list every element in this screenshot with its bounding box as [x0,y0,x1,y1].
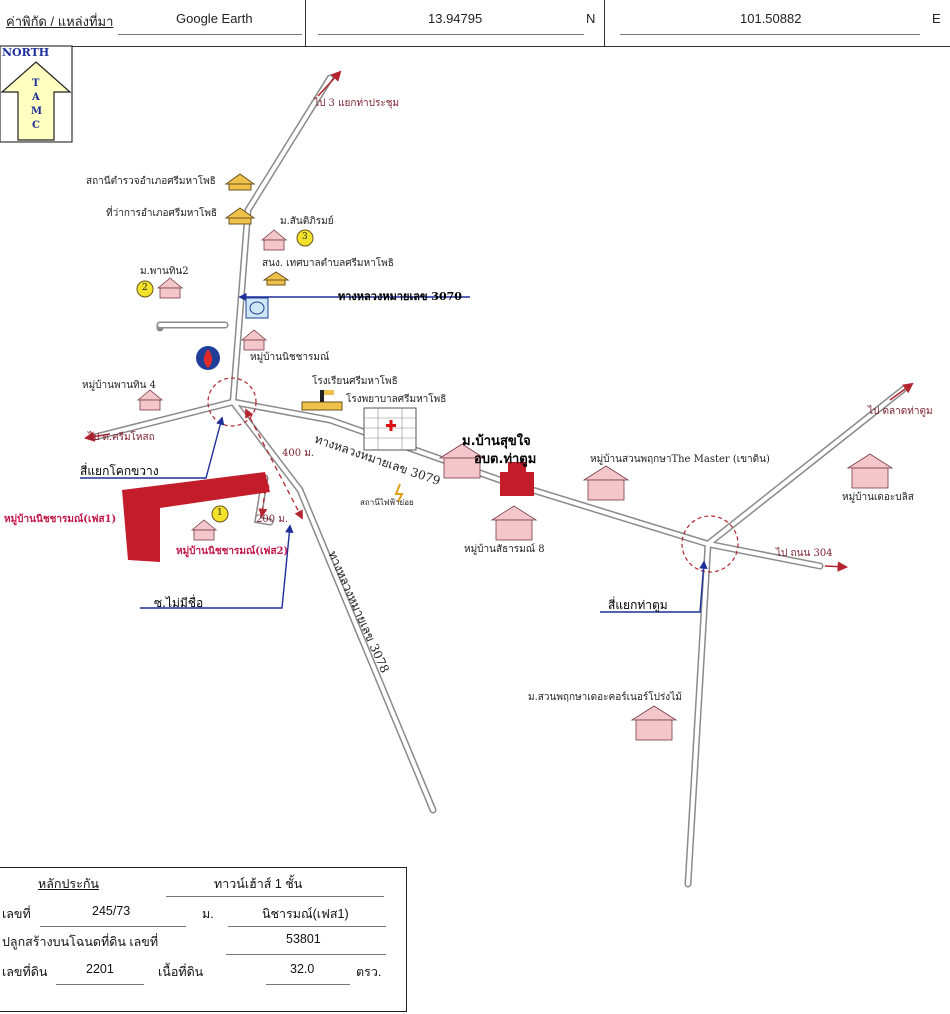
landmark-icons [224,173,290,286]
longitude-value: 101.50882 [740,11,802,26]
source-label: ค่าพิกัด / แหล่งที่มา [6,14,114,29]
deed-label: ปลูกสร้างบนโฉนดที่ดิน เลขที่ [2,935,159,949]
junction-no-name-soi: ซ.ไม่มีชื่อ [154,596,204,610]
hospital-icon [363,407,417,451]
road-label-to-market: ไป ตลาดท่าตูม [868,406,933,417]
marker-number: 3 [302,232,308,242]
road-label-to-prachum: ไป 3 แยกท่าประชุม [314,98,400,109]
place-phase1: หมู่บ้านนิชชารมณ์(เฟส1) [4,514,117,525]
field-underline [56,984,144,985]
distance-400: 400 ม. [282,448,315,459]
source-value: Google Earth [176,11,253,26]
north-letter: C [32,120,40,131]
electricity-icon [394,483,404,503]
marker-number: 1 [217,508,223,518]
village-label: ม. [202,907,214,921]
house-no-value: 245/73 [92,904,131,918]
marker-number: 2 [142,283,148,293]
place-satharom8: หมู่บ้านสัธารมณ์ 8 [464,544,545,555]
coordinate-header: ค่าพิกัด / แหล่งที่มา Google Earth 13.94… [0,0,950,47]
callout-lines [80,292,708,613]
junction-tha-toom: สี่แยกท่าตูม [608,598,668,612]
header-divider [305,0,306,46]
road-label-304: ไป ถนน 304 [776,548,833,559]
village-value: นิชารมณ์(เฟส1) [262,907,349,921]
source-underline [118,34,302,35]
land-no-value: 2201 [86,962,114,976]
school-icon [301,390,343,411]
place-phanthin2: ม.พานทิน2 [140,266,189,277]
place-suan-phruksa: ม.สวนพฤกษาเดอะคอร์เนอร์โปร่งไม้ [528,692,682,703]
longitude-underline [620,34,920,35]
field-underline [228,926,386,927]
place-phanthin4: หมู่บ้านพานทิน 4 [82,380,156,391]
distance-200: 200 ม. [256,514,289,525]
place-phase2: หมู่บ้านนิชชารมณ์(เฟส2) [176,546,289,557]
junction-khok-khwang: สี่แยกโคกขวาง [80,464,159,478]
latitude-value: 13.94795 [428,11,483,26]
area-unit: ตรว. [356,965,382,979]
property-details-box: หลักประกัน ทาวน์เฮ้าส์ 1 ชั้น เลขที่ 245… [0,867,407,1012]
place-electricity: สถานีไฟฟ้าย่อย [360,498,414,507]
direction-arrows [83,70,914,572]
collateral-type: ทาวน์เฮ้าส์ 1 ชั้น [214,877,303,891]
latitude-underline [318,34,584,35]
utility-icon [245,297,269,319]
place-hospital: โรงพยาบาลศรีมหาโพธิ [346,394,447,405]
place-dara-bliss: หมู่บ้านเดอะบลิส [842,492,914,503]
place-ban-sukjai: ม.บ้านสุขใจ [462,434,531,449]
distance-markers [245,408,303,520]
latitude-direction: N [586,11,596,26]
field-underline [226,954,386,955]
land-no-label: เลขที่ดิน [2,965,48,979]
place-nicharom: หมู่บ้านนิชชารมณ์ [250,352,330,363]
collateral-label: หลักประกัน [38,877,99,891]
road-label-3070: ทางหลวงหมายเลข 3070 [338,290,462,303]
place-municipality: สนง. เทศบาลตำบลศรีมหาโพธิ [262,258,394,269]
place-police: สถานีตำรวจอำเภอศรีมหาโพธิ [86,176,216,187]
number-markers [136,229,314,523]
longitude-direction: E [932,11,941,26]
road-label-west: ไป ต.ศรีมโหสถ [88,432,155,443]
north-label: NORTH [2,46,50,59]
area-value: 32.0 [290,962,315,976]
north-arrow [0,45,73,143]
north-letter: A [32,92,40,103]
house-icons [136,229,894,741]
place-district-office: ที่ว่าการอำเภอศรีมหาโพธิ [106,208,218,219]
place-obt: อบต.ท่าตูม [474,452,537,467]
property-plot [122,472,270,562]
place-school: โรงเรียนศรีมหาโพธิ [312,376,398,387]
place-the-master: หมู่บ้านสวนพฤกษาThe Master (เขาดิน) [590,454,770,465]
place-santiphirom: ม.สันติภิรมย์ [280,216,334,227]
header-divider [604,0,605,46]
field-underline [166,896,384,897]
field-underline [40,926,186,927]
junction-circles [207,377,739,573]
area-label: เนื้อที่ดิน [158,965,204,979]
house-no-label: เลขที่ [2,907,31,921]
deed-value: 53801 [286,932,321,946]
field-underline [266,984,350,985]
north-letter: T [32,78,40,89]
office-building [500,462,534,496]
gas-station-icon [196,346,220,370]
north-letter: M [31,106,43,117]
